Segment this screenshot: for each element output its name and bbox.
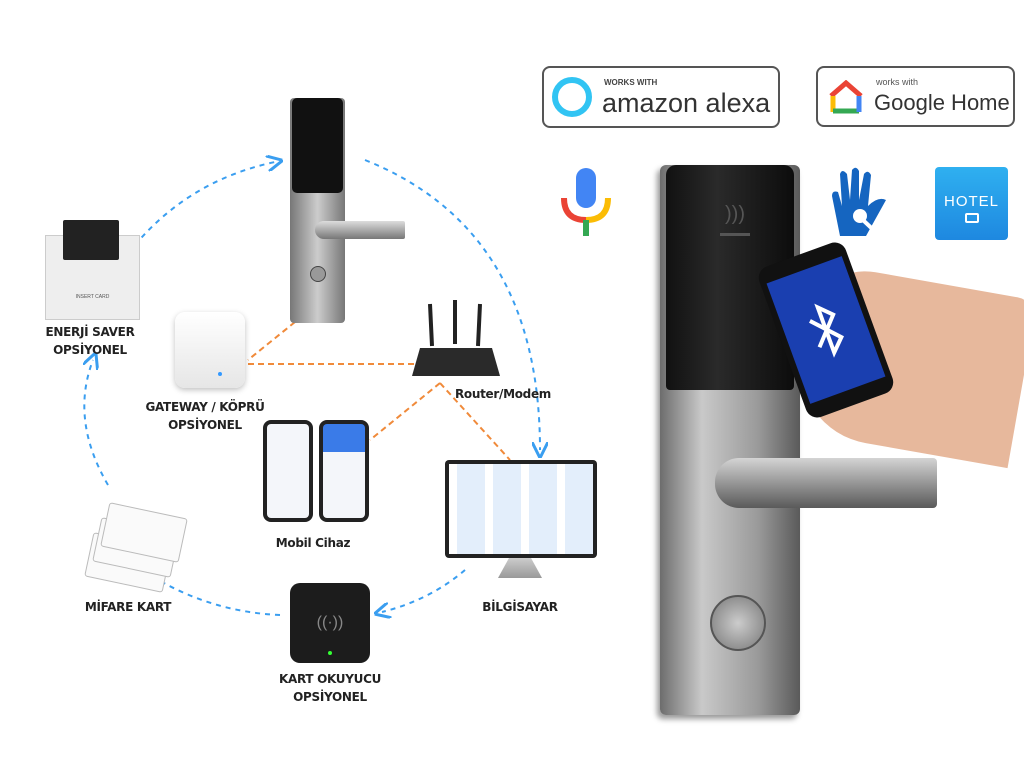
gateway-label: GATEWAY / KÖPRÜ OPSİYONEL	[145, 398, 264, 434]
bluetooth-icon	[809, 303, 845, 358]
mobile-phone-1	[263, 420, 313, 522]
energy-saver-card	[63, 220, 119, 260]
energy-saver-label-line2: OPSİYONEL	[53, 343, 127, 357]
arc-cards-to-energy	[84, 360, 109, 486]
keyhole-cylinder	[710, 595, 766, 651]
energy-saver-label-line1: ENERJİ SAVER	[45, 325, 135, 339]
router-device	[412, 300, 500, 376]
hotel-app-icon: HOTEL	[935, 167, 1008, 240]
google-home-icon	[829, 80, 863, 114]
line-router-computer	[439, 382, 511, 461]
card-reader-label: KART OKUYUCU OPSİYONEL	[279, 670, 381, 706]
gateway-label-line1: GATEWAY / KÖPRÜ	[145, 400, 265, 414]
mifare-label: MİFARE KART	[84, 600, 172, 614]
line-lock-gateway	[247, 321, 296, 361]
card-reader-device: ((·))	[290, 583, 370, 663]
hotel-app-card-icon	[965, 213, 979, 223]
diagram-lock-handle	[315, 221, 405, 239]
mobile-phone-2	[319, 420, 369, 522]
diagram-door-lock	[290, 98, 345, 323]
google-small-text: works with	[876, 77, 919, 87]
alexa-badge: WORKS WITH amazon alexa	[542, 66, 780, 128]
hand-key-icon	[832, 167, 886, 240]
google-assistant-mic-icon	[561, 168, 611, 236]
arc-lock-to-computer	[364, 159, 540, 450]
computer-label: BİLGİSAYAR	[482, 600, 558, 614]
gateway-device	[175, 312, 245, 388]
computer-stand	[498, 558, 542, 578]
line-router-mobile	[369, 382, 441, 441]
arc-energy-to-lock	[134, 162, 275, 246]
mobile-label: Mobil Cihaz	[275, 536, 351, 550]
router-label: Router/Modem	[454, 387, 552, 401]
alexa-big-text: amazon alexa	[602, 88, 771, 118]
hotel-app-logo-text: HOTEL	[943, 193, 999, 210]
google-home-badge: works with Google Home	[816, 66, 1015, 127]
nfc-icon: )))	[725, 203, 745, 225]
large-lock-handle	[715, 458, 937, 508]
computer-monitor	[445, 460, 597, 558]
energy-saver-label: ENERJİ SAVER OPSİYONEL	[45, 323, 134, 359]
arc-computer-to-reader	[382, 569, 466, 612]
card-reader-label-line1: KART OKUYUCU	[278, 672, 382, 686]
gateway-label-line2: OPSİYONEL	[168, 418, 242, 432]
large-door-lock-image: )))	[660, 165, 800, 715]
energy-saver-card-text: INSERT CARD	[75, 294, 110, 300]
alexa-ring-icon	[552, 77, 592, 117]
alexa-small-text: WORKS WITH	[604, 78, 658, 87]
smartphone	[755, 239, 897, 421]
google-big-text: Google Home	[874, 90, 1010, 115]
card-reader-label-line2: OPSİYONEL	[293, 690, 367, 704]
